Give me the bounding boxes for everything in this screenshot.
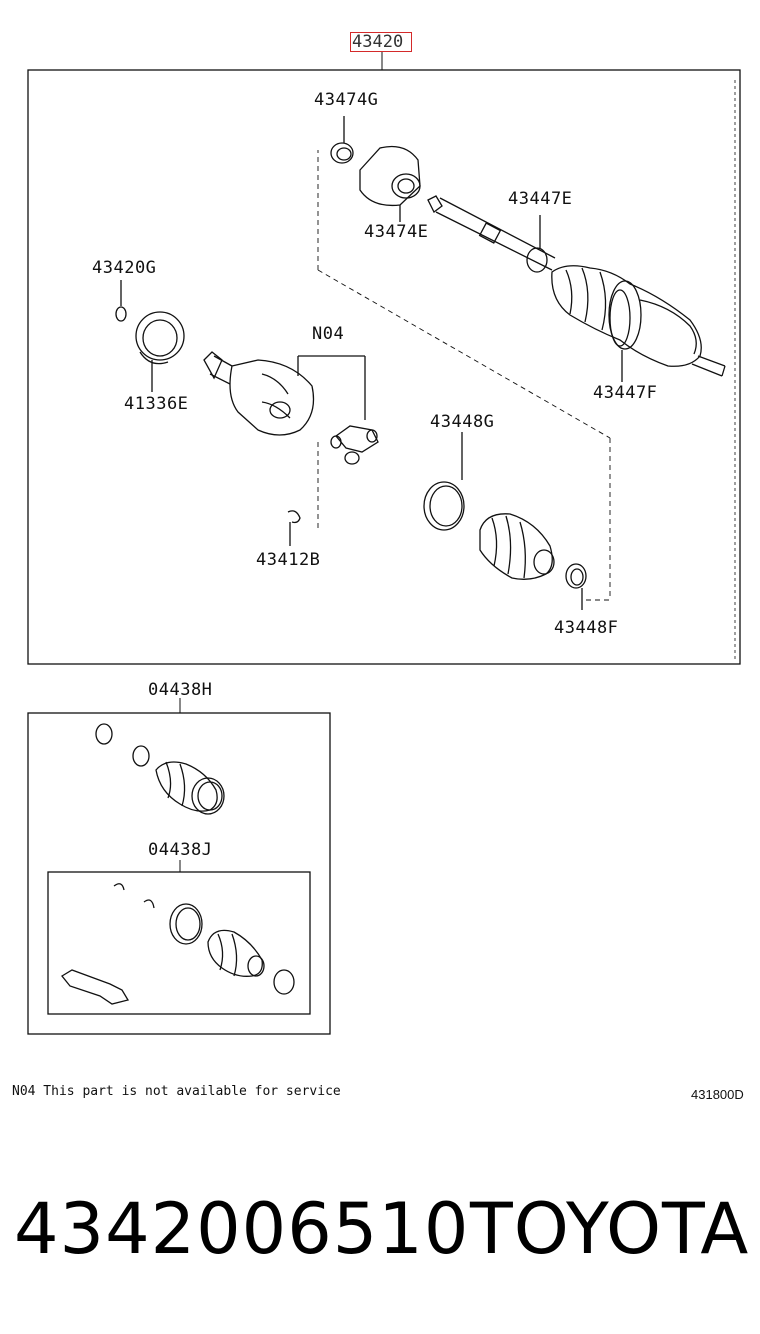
label-N04[interactable]: N04 bbox=[312, 324, 345, 344]
part-number: 4342006510 bbox=[14, 1188, 470, 1270]
clamp-43448G bbox=[423, 432, 465, 531]
label-43474E[interactable]: 43474E bbox=[364, 222, 429, 242]
tripod-N04 bbox=[297, 355, 379, 465]
brand-name: TOYOTA bbox=[470, 1188, 750, 1270]
kit-04438J-frame bbox=[47, 871, 311, 1015]
snap-ring-43412B bbox=[287, 510, 301, 546]
clamp-43474G bbox=[330, 116, 354, 164]
ring-41336E bbox=[135, 311, 185, 392]
kit-04438H-parts bbox=[95, 723, 225, 815]
kit-04438H-frame bbox=[27, 712, 331, 1035]
damper-43474E bbox=[359, 145, 421, 222]
footnote: N04 This part is not available for servi… bbox=[12, 1084, 341, 1099]
label-43420G[interactable]: 43420G bbox=[92, 258, 157, 278]
main-assembly-frame bbox=[27, 69, 741, 665]
inboard-boot bbox=[479, 513, 555, 580]
outboard-joint-43447F bbox=[551, 265, 726, 382]
label-43447E[interactable]: 43447E bbox=[508, 189, 573, 209]
label-43474G[interactable]: 43474G bbox=[314, 90, 379, 110]
label-43447F[interactable]: 43447F bbox=[593, 383, 658, 403]
label-04438H[interactable]: 04438H bbox=[148, 680, 213, 700]
kit-04438J-parts bbox=[61, 883, 295, 1005]
inboard-joint-housing bbox=[203, 351, 315, 436]
highlighted-part-box bbox=[350, 32, 412, 52]
clamp-43448F bbox=[565, 563, 587, 610]
label-04438J[interactable]: 04438J bbox=[148, 840, 213, 860]
main-assembly-label[interactable]: 43420 bbox=[352, 32, 404, 52]
label-43448G[interactable]: 43448G bbox=[430, 412, 495, 432]
label-43448F[interactable]: 43448F bbox=[554, 618, 619, 638]
snap-ring-43420G bbox=[115, 280, 127, 322]
drive-shaft bbox=[427, 195, 556, 273]
dashed-guides bbox=[317, 150, 611, 601]
figure-code: 431800D bbox=[691, 1087, 744, 1102]
label-41336E[interactable]: 41336E bbox=[124, 394, 189, 414]
label-43412B[interactable]: 43412B bbox=[256, 550, 321, 570]
